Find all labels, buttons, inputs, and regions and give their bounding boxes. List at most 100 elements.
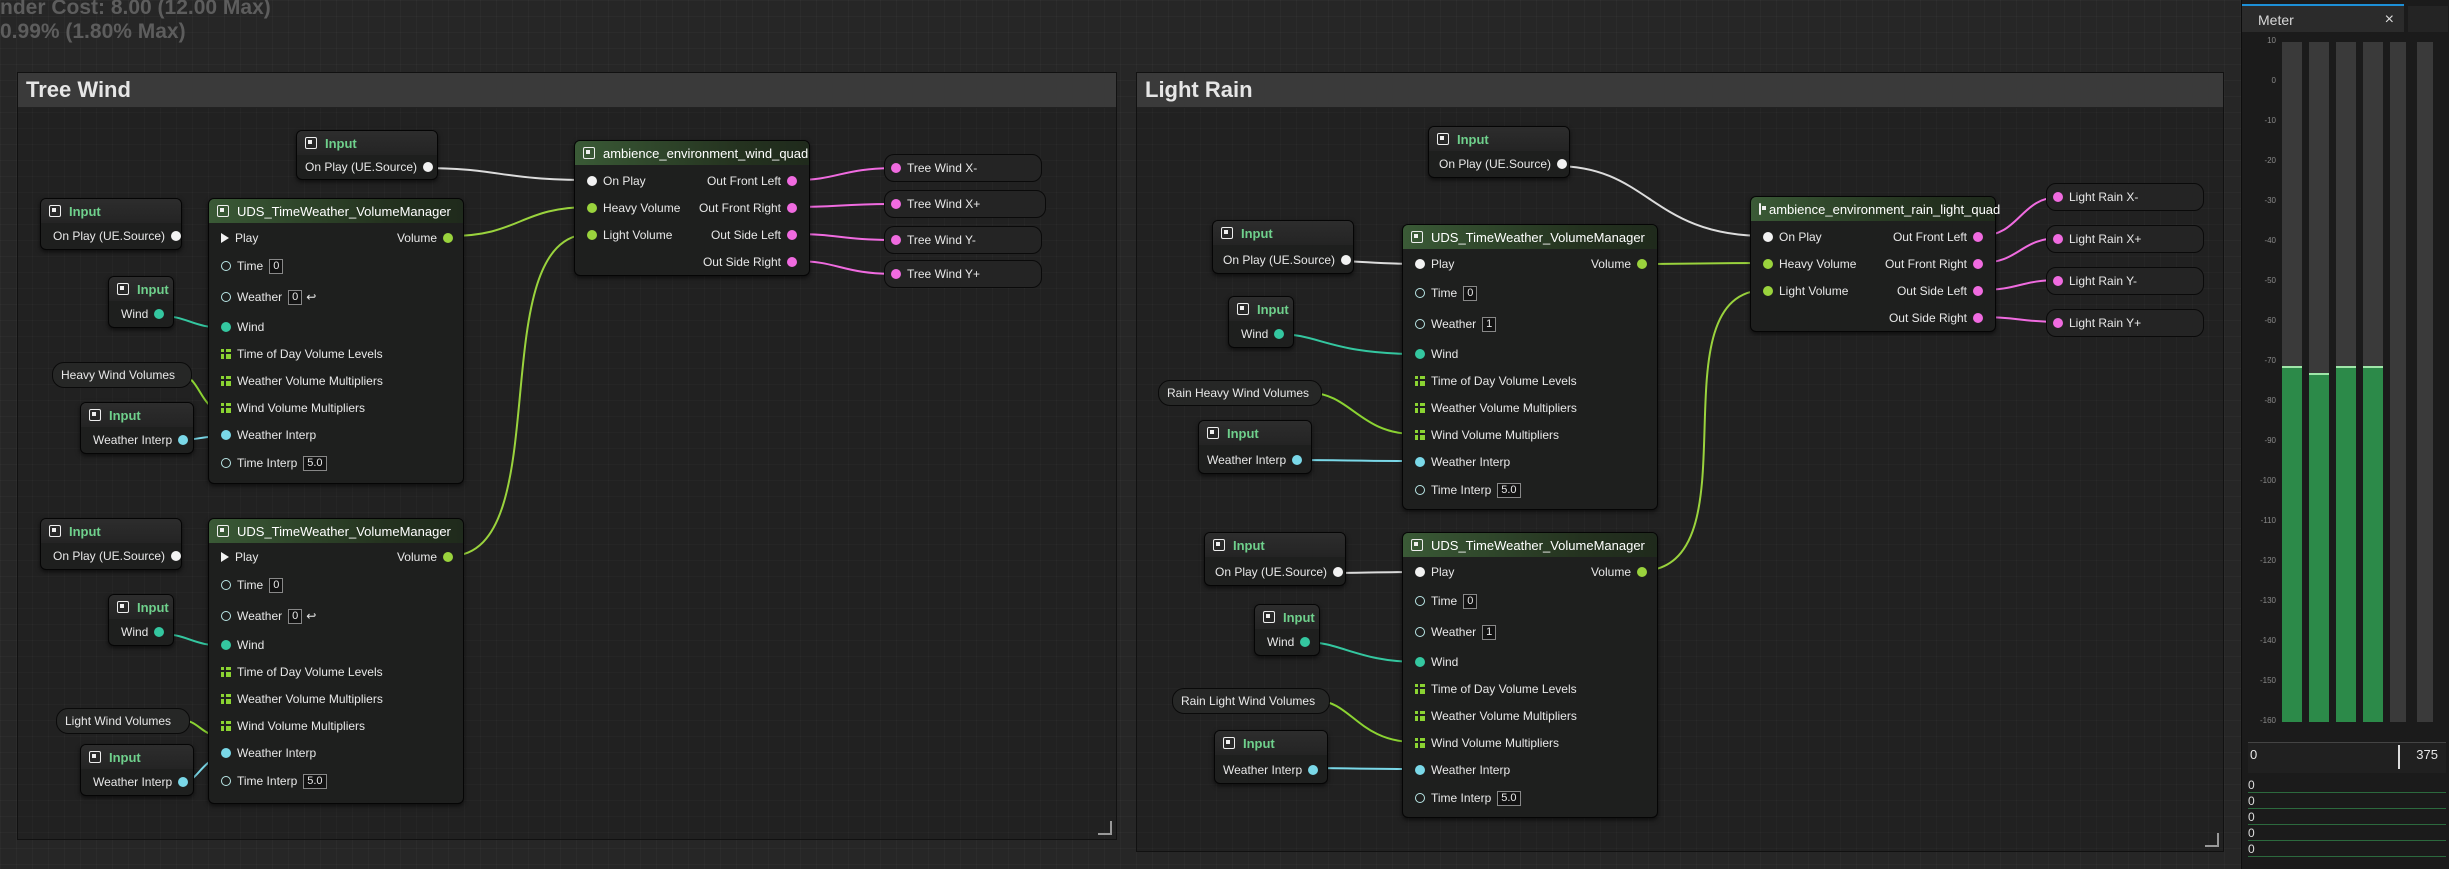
wind-pin[interactable] bbox=[221, 640, 231, 650]
volume-output-pin[interactable] bbox=[1637, 567, 1647, 577]
weather-value[interactable]: 1 bbox=[1482, 316, 1497, 332]
heavy-volume-pin[interactable] bbox=[1763, 259, 1773, 269]
resize-grip[interactable] bbox=[2205, 833, 2219, 847]
weather-pin[interactable] bbox=[221, 292, 231, 302]
float-output-pin[interactable] bbox=[1292, 455, 1303, 465]
light-volume-pin[interactable] bbox=[587, 230, 597, 240]
array-pin[interactable] bbox=[1415, 738, 1425, 748]
array-pin[interactable] bbox=[221, 349, 231, 359]
input-node-weather-interp[interactable]: Input Weather Interp bbox=[1214, 730, 1328, 784]
array-pin[interactable] bbox=[221, 403, 231, 413]
play-pin[interactable] bbox=[1415, 259, 1425, 269]
input-node-wind[interactable]: Input Wind bbox=[1254, 604, 1320, 656]
input-node-weather-interp[interactable]: Input Weather Interp bbox=[80, 744, 194, 796]
time-interp-value[interactable]: 5.0 bbox=[1497, 790, 1521, 806]
input-node-weather-interp[interactable]: Input Weather Interp bbox=[80, 402, 194, 454]
meter-tab[interactable]: Meter × bbox=[2242, 4, 2404, 32]
audio-input-pin[interactable] bbox=[2053, 192, 2063, 202]
input-node-on-play[interactable]: Input On Play (UE.Source) bbox=[40, 198, 182, 250]
input-node-on-play[interactable]: Input On Play (UE.Source) bbox=[40, 518, 182, 570]
wave-player-node-wind-quad[interactable]: ambience_environment_wind_quad On Play H… bbox=[574, 140, 810, 276]
audio-input-pin[interactable] bbox=[2053, 234, 2063, 244]
exec-output-pin[interactable] bbox=[1333, 567, 1344, 577]
play-pin[interactable] bbox=[1415, 567, 1425, 577]
reset-arrow-icon[interactable]: ↩ bbox=[306, 290, 317, 304]
weather-interp-pin[interactable] bbox=[221, 748, 231, 758]
meter-timeline[interactable]: 0 375 bbox=[2248, 742, 2446, 773]
output-light-rain-y-plus[interactable]: Light Rain Y+ bbox=[2046, 309, 2204, 337]
weather-pin[interactable] bbox=[1415, 627, 1425, 637]
volume-manager-node[interactable]: UDS_TimeWeather_VolumeManager Play Volum… bbox=[208, 198, 464, 484]
exec-output-pin[interactable] bbox=[171, 551, 182, 561]
light-volume-pin[interactable] bbox=[1763, 286, 1773, 296]
audio-input-pin[interactable] bbox=[891, 269, 901, 279]
array-pin[interactable] bbox=[221, 667, 231, 677]
time-interp-pin[interactable] bbox=[221, 458, 231, 468]
timeline-cursor[interactable] bbox=[2398, 745, 2400, 769]
reroute-light-wind-volumes[interactable]: Light Wind Volumes bbox=[56, 708, 190, 734]
volume-output-pin[interactable] bbox=[443, 552, 453, 562]
float-output-pin[interactable] bbox=[178, 435, 189, 445]
close-icon[interactable]: × bbox=[2384, 11, 2394, 28]
array-pin[interactable] bbox=[1415, 376, 1425, 386]
reroute-heavy-wind-volumes[interactable]: Heavy Wind Volumes bbox=[52, 362, 192, 388]
float-output-pin[interactable] bbox=[154, 627, 165, 637]
time-interp-value[interactable]: 5.0 bbox=[1497, 482, 1521, 498]
array-pin[interactable] bbox=[221, 694, 231, 704]
output-tree-wind-x-plus[interactable]: Tree Wind X+ bbox=[884, 190, 1046, 218]
exec-output-pin[interactable] bbox=[1341, 255, 1352, 265]
time-pin[interactable] bbox=[1415, 596, 1425, 606]
array-pin[interactable] bbox=[1415, 403, 1425, 413]
wave-player-node-rain-light-quad[interactable]: ambience_environment_rain_light_quad On … bbox=[1750, 196, 2000, 332]
volume-output-pin[interactable] bbox=[1637, 259, 1647, 269]
output-tree-wind-x-minus[interactable]: Tree Wind X- bbox=[884, 154, 1042, 182]
time-interp-value[interactable]: 5.0 bbox=[303, 773, 327, 789]
weather-value[interactable]: 0 bbox=[288, 289, 303, 305]
weather-value[interactable]: 1 bbox=[1482, 624, 1497, 640]
audio-output-pin[interactable] bbox=[787, 257, 797, 267]
wind-pin[interactable] bbox=[221, 322, 231, 332]
exec-output-pin[interactable] bbox=[423, 162, 434, 172]
reroute-rain-light-wind-volumes[interactable]: Rain Light Wind Volumes bbox=[1172, 688, 1330, 714]
input-node-wind[interactable]: Input Wind bbox=[1228, 296, 1294, 348]
volume-manager-node[interactable]: UDS_TimeWeather_VolumeManager Play Volum… bbox=[208, 518, 464, 804]
heavy-volume-pin[interactable] bbox=[587, 203, 597, 213]
weather-interp-pin[interactable] bbox=[221, 430, 231, 440]
exec-output-pin[interactable] bbox=[171, 231, 182, 241]
float-output-pin[interactable] bbox=[154, 309, 165, 319]
array-pin[interactable] bbox=[1415, 684, 1425, 694]
input-node-on-play[interactable]: Input On Play (UE.Source) bbox=[1428, 126, 1570, 178]
time-interp-pin[interactable] bbox=[1415, 485, 1425, 495]
exec-output-pin[interactable] bbox=[1557, 159, 1568, 169]
output-tree-wind-y-plus[interactable]: Tree Wind Y+ bbox=[884, 260, 1042, 288]
audio-output-pin[interactable] bbox=[1973, 232, 1983, 242]
time-value[interactable]: 0 bbox=[1463, 593, 1478, 609]
float-output-pin[interactable] bbox=[1300, 637, 1311, 647]
input-node-weather-interp[interactable]: Input Weather Interp bbox=[1198, 420, 1312, 474]
volume-manager-node[interactable]: UDS_TimeWeather_VolumeManager Play Volum… bbox=[1402, 224, 1658, 510]
volume-output-pin[interactable] bbox=[443, 233, 453, 243]
input-node-wind[interactable]: Input Wind bbox=[108, 594, 174, 646]
audio-output-pin[interactable] bbox=[787, 176, 797, 186]
wind-pin[interactable] bbox=[1415, 657, 1425, 667]
on-play-pin[interactable] bbox=[1763, 232, 1773, 242]
output-light-rain-x-plus[interactable]: Light Rain X+ bbox=[2046, 225, 2204, 253]
audio-input-pin[interactable] bbox=[891, 199, 901, 209]
array-pin[interactable] bbox=[1415, 430, 1425, 440]
input-node-on-play[interactable]: Input On Play (UE.Source) bbox=[1212, 220, 1354, 274]
audio-input-pin[interactable] bbox=[2053, 276, 2063, 286]
audio-input-pin[interactable] bbox=[891, 163, 901, 173]
array-pin[interactable] bbox=[221, 376, 231, 386]
time-pin[interactable] bbox=[221, 261, 231, 271]
float-output-pin[interactable] bbox=[178, 777, 189, 787]
weather-pin[interactable] bbox=[221, 611, 231, 621]
float-output-pin[interactable] bbox=[1274, 329, 1285, 339]
float-output-pin[interactable] bbox=[1308, 765, 1319, 775]
time-pin[interactable] bbox=[1415, 288, 1425, 298]
weather-interp-pin[interactable] bbox=[1415, 457, 1425, 467]
input-node-on-play[interactable]: Input On Play (UE.Source) bbox=[1204, 532, 1346, 586]
input-node-on-play[interactable]: Input On Play (UE.Source) bbox=[296, 130, 438, 180]
array-pin[interactable] bbox=[1415, 711, 1425, 721]
input-node-wind[interactable]: Input Wind bbox=[108, 276, 174, 328]
weather-value[interactable]: 0 bbox=[288, 608, 303, 624]
